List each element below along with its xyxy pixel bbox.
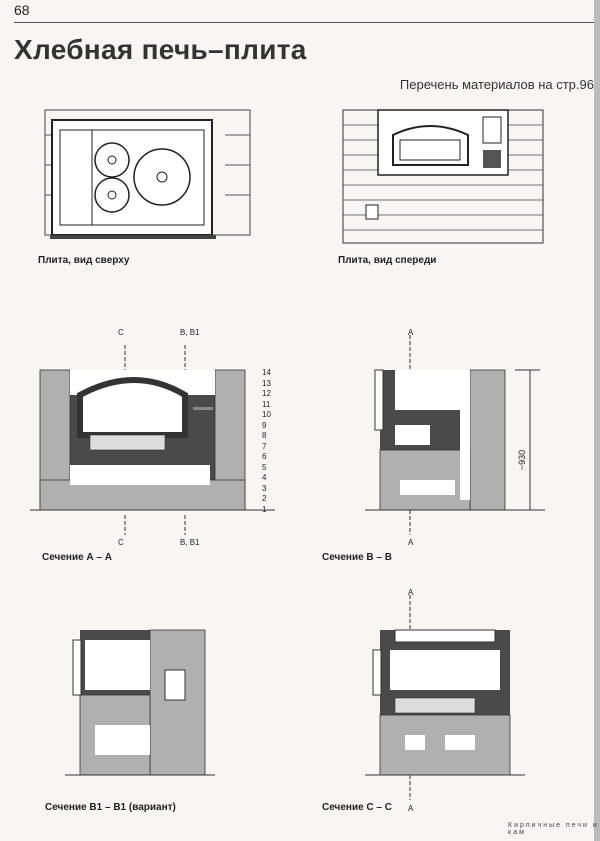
section-mark-a-bottom: A bbox=[408, 538, 414, 547]
page-title: Хлебная печь–плита bbox=[14, 34, 307, 65]
caption-front-view: Плита, вид спереди bbox=[338, 255, 437, 266]
section-aa-drawing bbox=[30, 345, 275, 535]
header-rule bbox=[14, 22, 594, 23]
running-footer: Кирпичные печи и кам bbox=[508, 822, 599, 836]
section-b1b1-drawing bbox=[65, 629, 215, 776]
caption-section-cc: Сечение С – С bbox=[322, 802, 392, 813]
section-cc-drawing bbox=[365, 595, 525, 800]
front-view-drawing bbox=[342, 109, 544, 244]
caption-section-aa: Сечение А – А bbox=[42, 552, 112, 563]
section-mark-a-top-cc: A bbox=[408, 588, 414, 597]
section-bb-drawing bbox=[365, 335, 545, 535]
section-mark-c-top: C bbox=[118, 328, 124, 337]
materials-note: Перечень материалов на стр.96 bbox=[399, 77, 594, 92]
section-mark-b-top: B, B1 bbox=[180, 328, 200, 337]
height-dimension: ~930 bbox=[517, 449, 528, 471]
section-mark-b-bottom: B, B1 bbox=[180, 538, 200, 547]
caption-section-b1b1: Сечение В1 – В1 (вариант) bbox=[45, 802, 176, 813]
caption-top-view: Плита, вид сверху bbox=[38, 255, 130, 266]
section-mark-c-bottom: C bbox=[118, 538, 124, 547]
page-number: 68 bbox=[14, 2, 30, 18]
caption-section-bb: Сечение В – В bbox=[322, 552, 392, 563]
section-mark-a-bottom-cc: A bbox=[408, 804, 414, 813]
page-edge-shadow bbox=[594, 0, 600, 841]
top-view-drawing bbox=[44, 109, 251, 239]
section-mark-a-top: A bbox=[408, 328, 414, 337]
